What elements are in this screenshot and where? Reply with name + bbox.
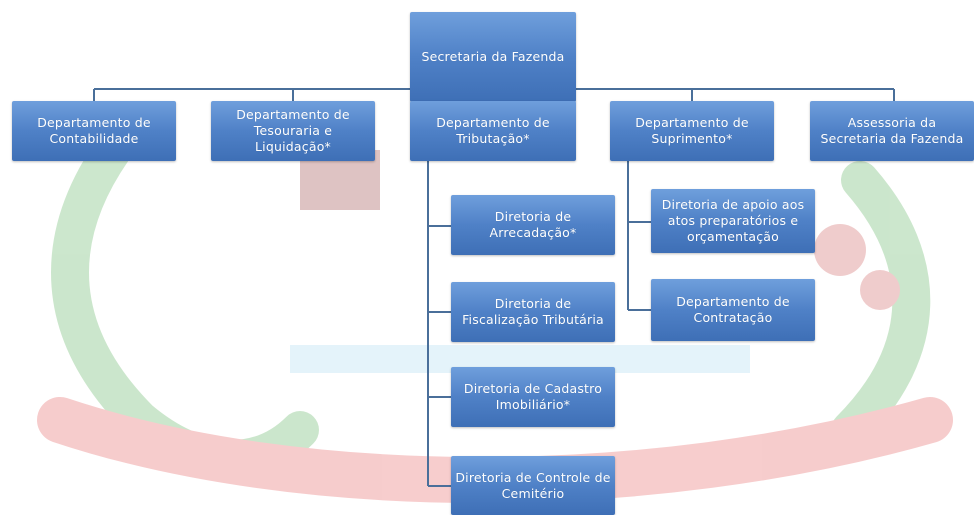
node-diretoria-cemiterio: Diretoria de Controle de Cemitério [451,456,615,515]
node-departamento-suprimento: Departamento de Suprimento* [610,101,774,161]
node-label: Departamento de Suprimento* [635,115,749,146]
node-label: Departamento de Tesouraria e Liquidação* [236,107,350,154]
node-label: Departamento de Contratação [676,294,790,325]
node-label: Diretoria de apoio aos atos preparatório… [661,197,805,244]
node-label: Secretaria da Fazenda [421,49,565,64]
node-assessoria: Assessoria da Secretaria da Fazenda [810,101,974,161]
node-secretaria-da-fazenda: Secretaria da Fazenda [410,12,576,102]
node-label: Diretoria de Cadastro Imobiliário* [463,381,603,412]
node-diretoria-fiscalizacao: Diretoria de Fiscalização Tributária [451,282,615,342]
node-diretoria-apoio: Diretoria de apoio aos atos preparatório… [651,189,815,253]
node-diretoria-cadastro: Diretoria de Cadastro Imobiliário* [451,367,615,427]
node-departamento-tributacao: Departamento de Tributação* [410,101,576,161]
node-label: Diretoria de Arrecadação* [489,209,577,240]
node-label: Diretoria de Controle de Cemitério [455,469,611,501]
node-label: Diretoria de Fiscalização Tributária [462,296,604,327]
node-label: Departamento de Tributação* [436,115,550,146]
node-departamento-contratacao: Departamento de Contratação [651,279,815,341]
node-departamento-contabilidade: Departamento de Contabilidade [12,101,176,161]
node-label: Assessoria da Secretaria da Fazenda [820,115,964,146]
node-label: Departamento de Contabilidade [37,115,151,146]
node-departamento-tesouraria: Departamento de Tesouraria e Liquidação* [211,101,375,161]
node-diretoria-arrecadacao: Diretoria de Arrecadação* [451,195,615,255]
